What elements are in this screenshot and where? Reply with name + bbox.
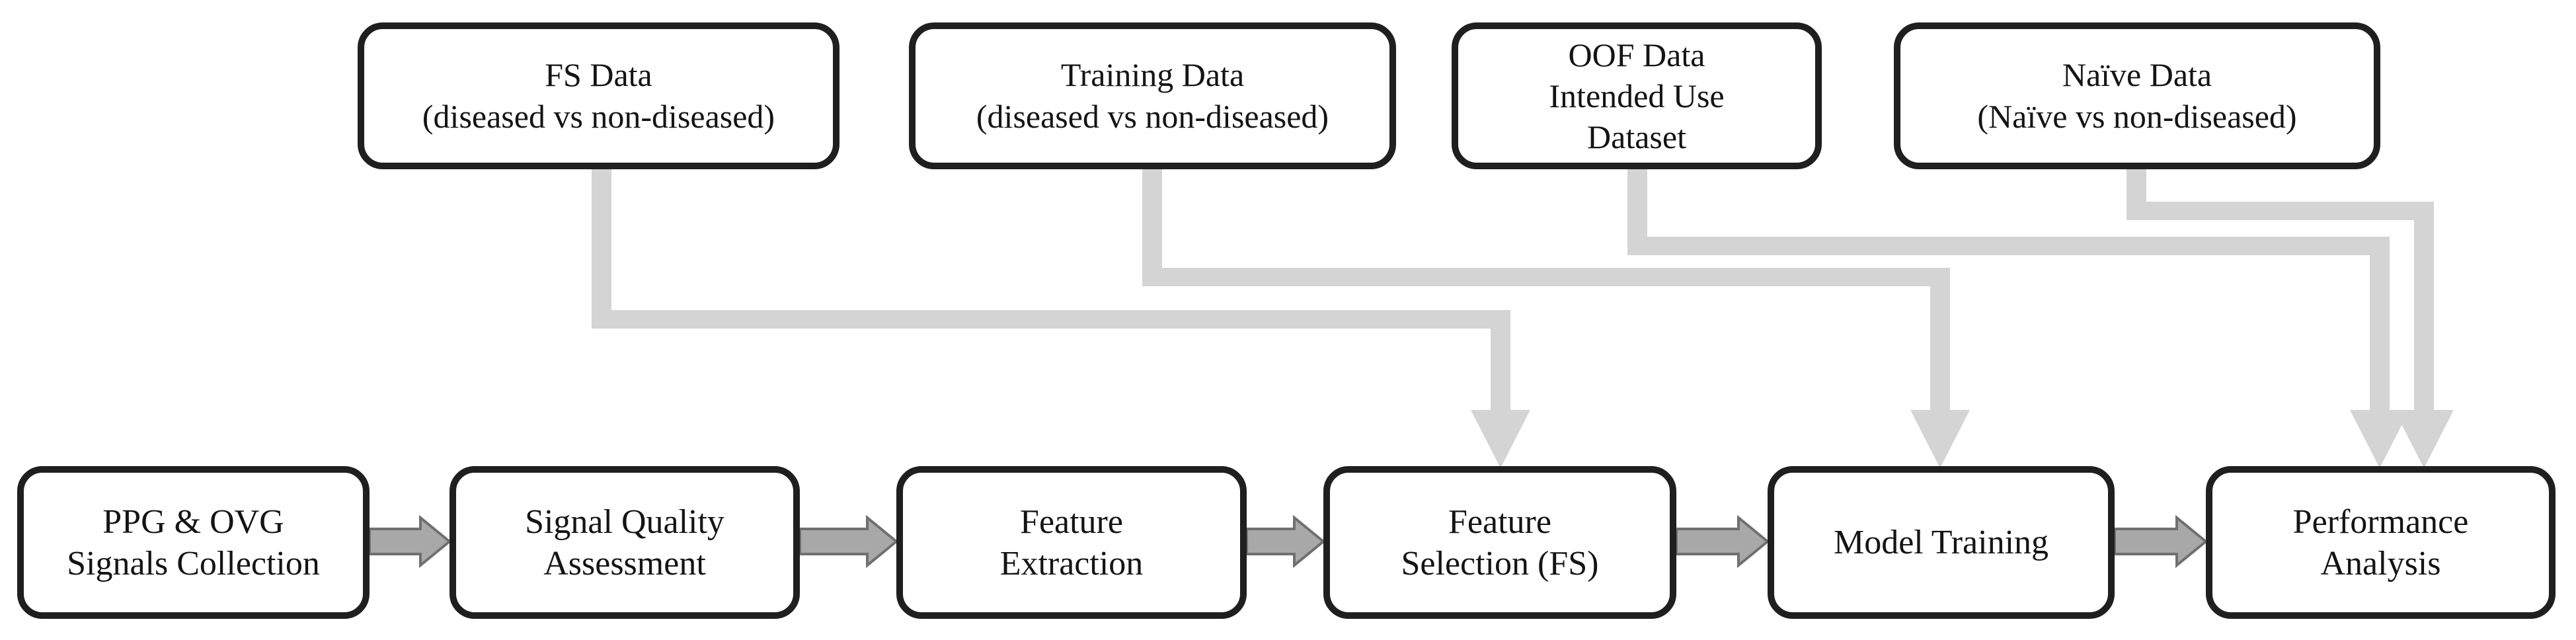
flow-arrow-right-icon [368,514,452,569]
node-training-data: Training Data (diseased vs non-diseased) [909,22,1396,169]
node-label: Naïve Data (Naïve vs non-diseased) [1977,56,2297,135]
arrowhead-down-icon [1910,410,1970,468]
node-signal-quality-assessment: Signal Quality Assessment [449,466,800,619]
connector-training-data-to-model-training [1142,163,1970,468]
node-label: Training Data (diseased vs non-diseased) [976,56,1329,135]
connector-segment [1142,163,1162,286]
node-label: Feature Extraction [999,502,1144,582]
flow-arrow-right-icon [2113,514,2208,569]
node-naive-data: Naïve Data (Naïve vs non-diseased) [1894,22,2380,169]
connector-segment [1627,237,2390,255]
connector-segment [592,163,611,329]
flow-arrow-right-icon [799,514,899,569]
connector-segment [1491,310,1510,413]
arrowhead-down-icon [2394,410,2454,468]
node-performance-analysis: Performance Analysis [2206,466,2556,619]
node-label: FS Data (diseased vs non-diseased) [422,56,775,135]
flow-arrow-right-icon [1675,514,1770,569]
node-ppg-ovg-signals-collection: PPG & OVG Signals Collection [17,466,370,619]
connector-segment [1930,268,1950,413]
node-label: Signal Quality Assessment [525,502,724,582]
node-label: Feature Selection (FS) [1401,502,1599,582]
connector-segment [1142,268,1950,286]
arrowhead-down-icon [1471,410,1530,468]
node-label: Performance Analysis [2292,502,2469,582]
arrowhead-down-icon [2350,410,2409,468]
node-label: PPG & OVG Signals Collection [67,502,320,582]
node-feature-extraction: Feature Extraction [896,466,1247,619]
connector-naive-data-to-performance-analysis [2127,163,2454,468]
connector-fs-data-to-feature-selection [592,163,1530,468]
node-label: Model Training [1833,524,2049,561]
node-feature-selection: Feature Selection (FS) [1323,466,1676,619]
flow-arrow-right-icon [1245,514,1326,569]
connector-segment [592,310,1510,329]
connector-oof-data-to-performance-analysis [1627,163,2409,468]
connector-segment [2127,202,2434,220]
connector-segment [2370,237,2390,413]
pipeline-flow-arrows [368,514,2208,569]
connector-segment [2414,202,2434,413]
node-model-training: Model Training [1768,466,2115,619]
node-oof-data: OOF Data Intended Use Dataset [1452,22,1822,169]
node-fs-data: FS Data (diseased vs non-diseased) [358,22,839,169]
node-label: OOF Data Intended Use Dataset [1549,36,1725,155]
